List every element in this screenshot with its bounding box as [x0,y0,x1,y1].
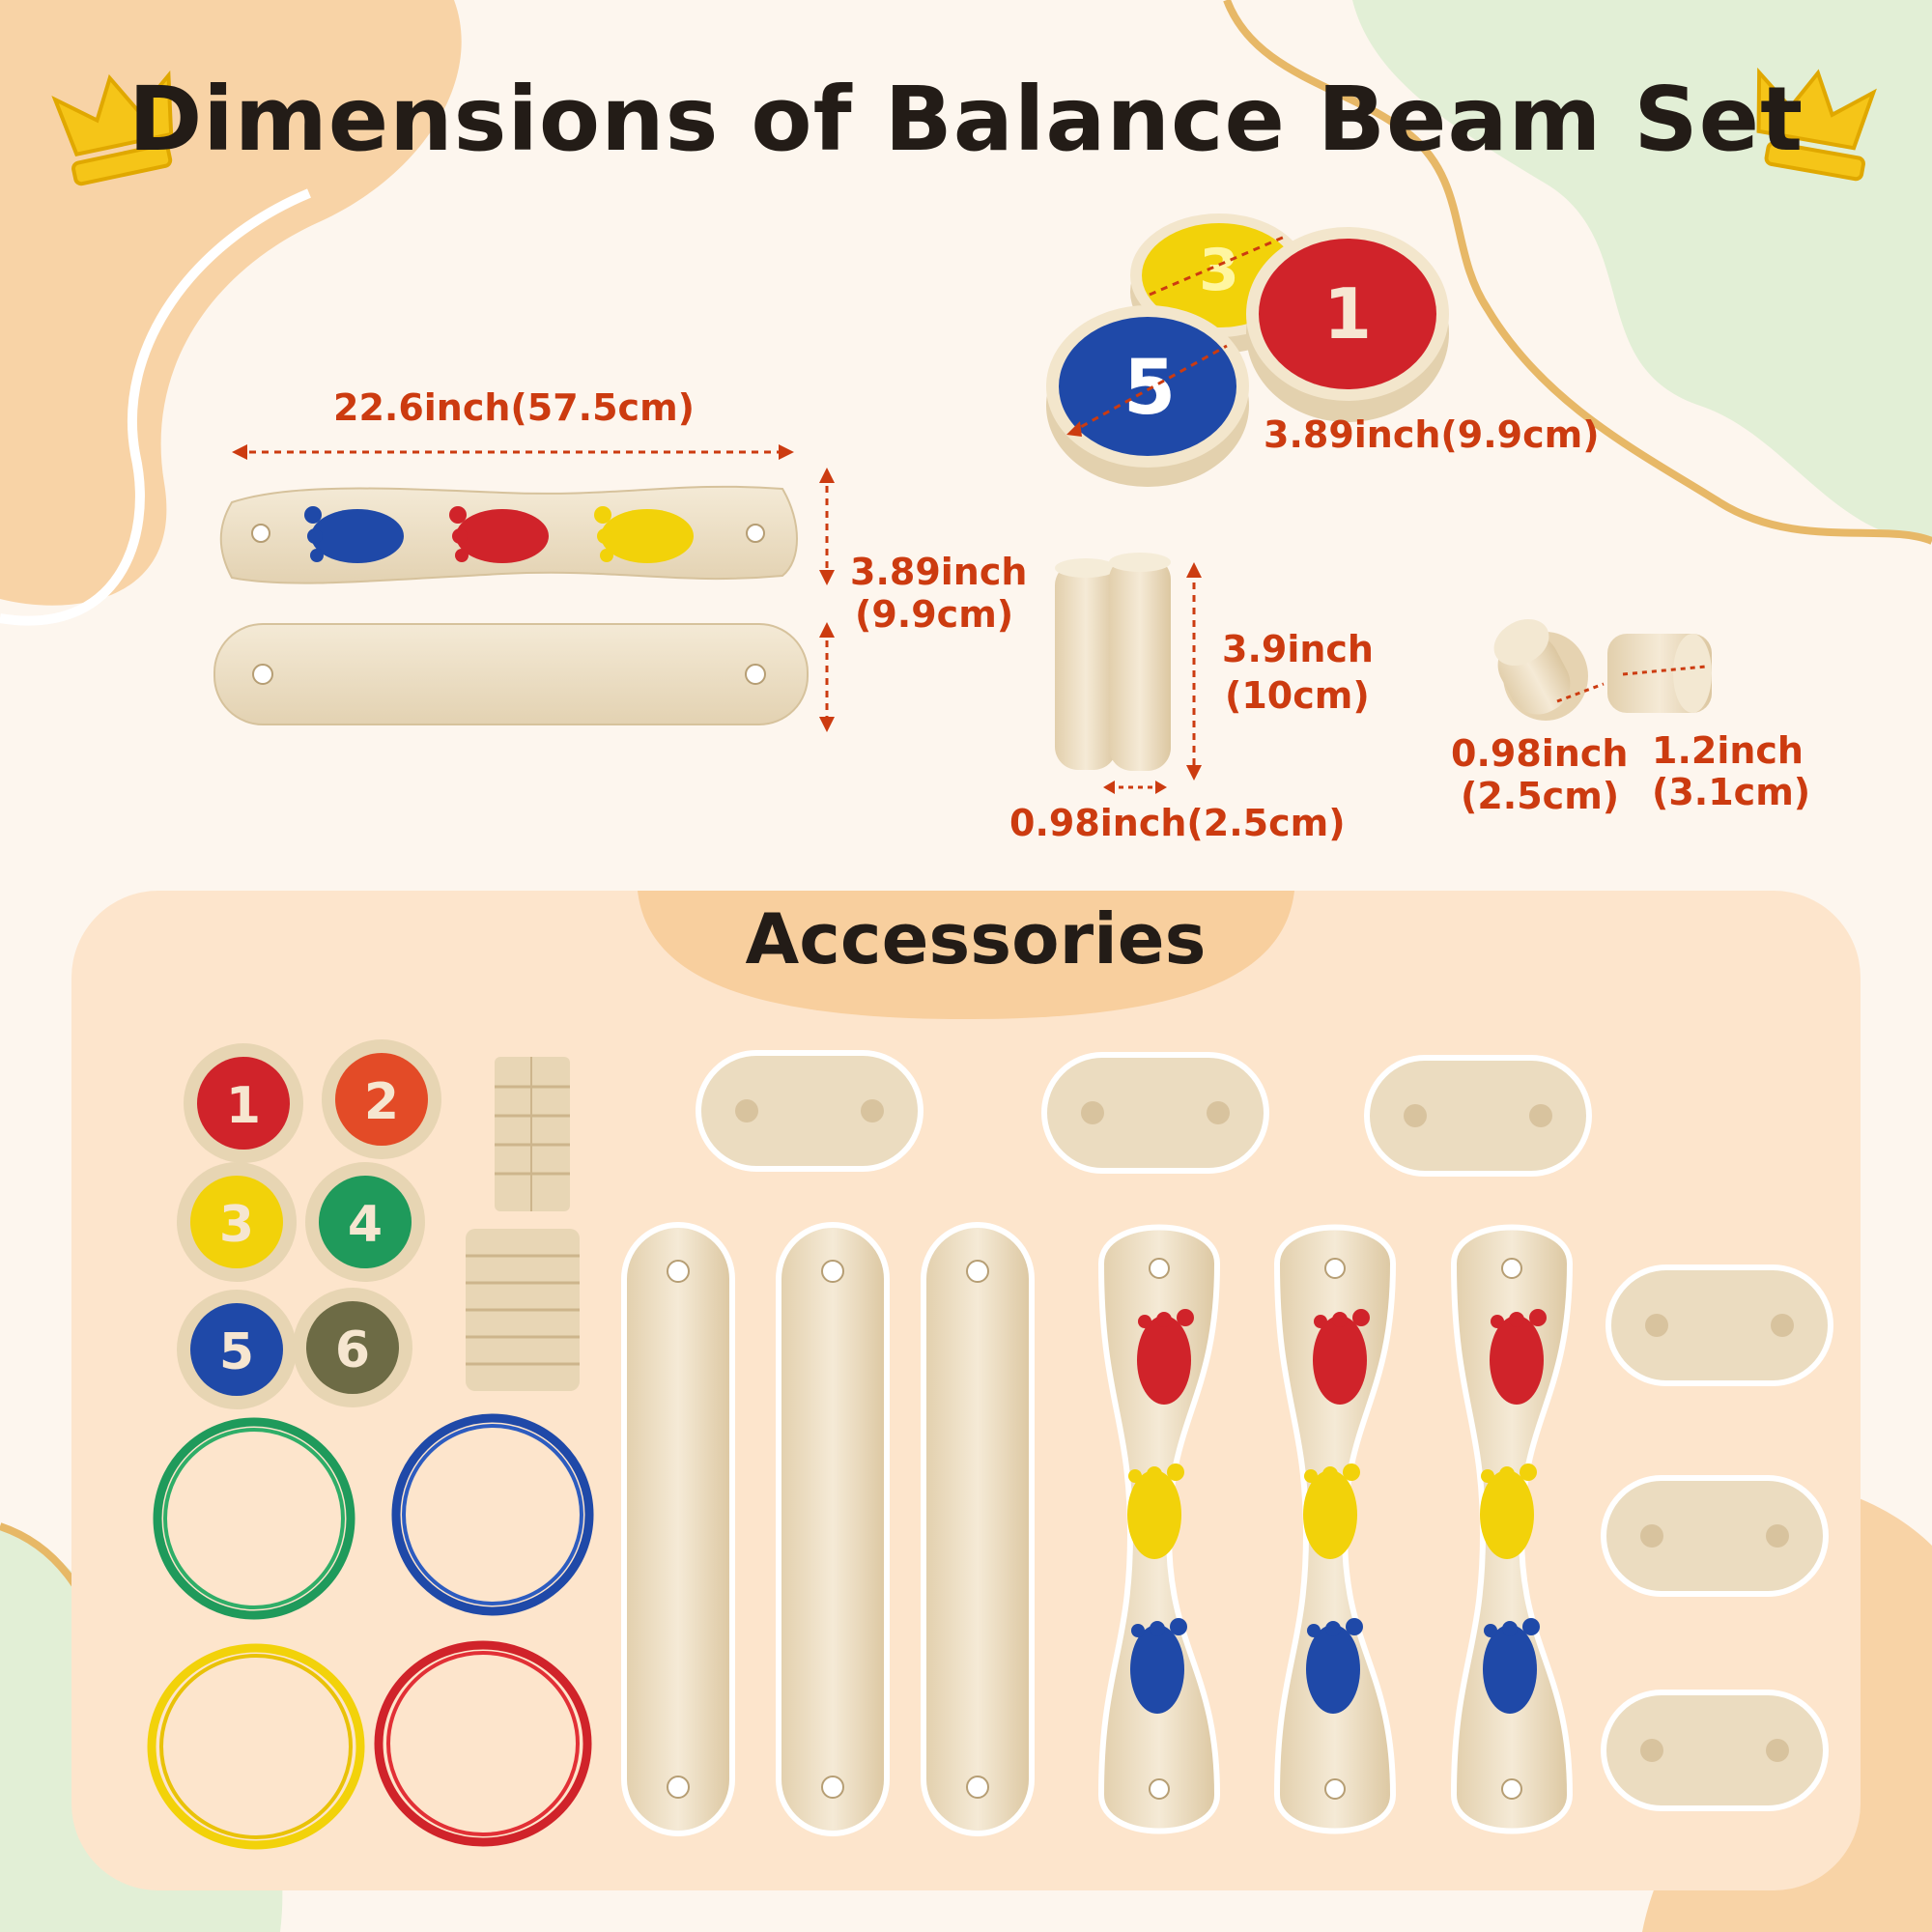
crown-icon [51,70,174,186]
peg-diameter-label-cm: (2.5cm) [1461,775,1620,817]
peach-blob-left [0,0,462,606]
number-stones: 1 2 3 4 5 6 [177,1039,441,1409]
page-title: Dimensions of Balance Beam Set [128,68,1804,171]
white-swirl-left [0,188,311,626]
stone-number: 6 [335,1321,370,1379]
stone-diameter-label: 3.89inch(9.9cm) [1264,413,1600,456]
connector-blocks [696,1050,1833,1811]
foot-icon [1490,1309,1547,1405]
foot-icon [304,506,404,563]
peg-stack [495,1057,570,1211]
stone-number: 1 [1323,273,1372,355]
stone-number: 2 [364,1073,399,1131]
post-diameter-label: 0.98inch(2.5cm) [1009,802,1346,844]
rings [147,1413,594,1850]
post-pair [1055,553,1171,771]
gold-swirl-right [1223,0,1932,545]
accessories-title: Accessories [745,898,1207,980]
wavy-beams [1097,1224,1574,1834]
peg-length-label-cm: (3.1cm) [1652,771,1811,813]
foot-icon [1313,1309,1370,1405]
plain-beams [621,1222,1035,1836]
beam-width-label-cm: (9.9cm) [855,593,1014,636]
stone-number: 3 [219,1196,254,1254]
post-height-label-in: 3.9inch [1222,628,1374,670]
peg-diameter-label-in: 0.98inch [1451,732,1629,775]
stone-number: 3 [1199,237,1239,304]
foot-icon [1480,1463,1537,1559]
post-height-label-cm: (10cm) [1225,674,1370,717]
foot-icon [1483,1618,1540,1714]
stone-number: 5 [219,1323,254,1381]
foot-icon [1306,1618,1363,1714]
peg-length-label-in: 1.2inch [1652,729,1804,772]
foot-icon [1130,1618,1187,1714]
beam-width-label-in: 3.89inch [850,551,1028,593]
foot-icon [449,506,549,563]
crown-icon [1756,67,1877,182]
beam-with-feet [219,485,798,584]
foot-icon [594,506,694,563]
foot-icon [1127,1463,1184,1559]
beam-plain [213,623,809,725]
foot-icon [1137,1309,1194,1405]
beam-length-label: 22.6inch(57.5cm) [333,386,696,429]
foot-icon [1303,1463,1360,1559]
post-stack [466,1229,580,1391]
accessories-tab [638,891,1294,1019]
stone-number: 4 [348,1196,383,1254]
stepping-stones-group: 3 1 5 [1046,213,1449,487]
peg-pair [1493,619,1712,721]
stone-number: 1 [226,1077,261,1135]
